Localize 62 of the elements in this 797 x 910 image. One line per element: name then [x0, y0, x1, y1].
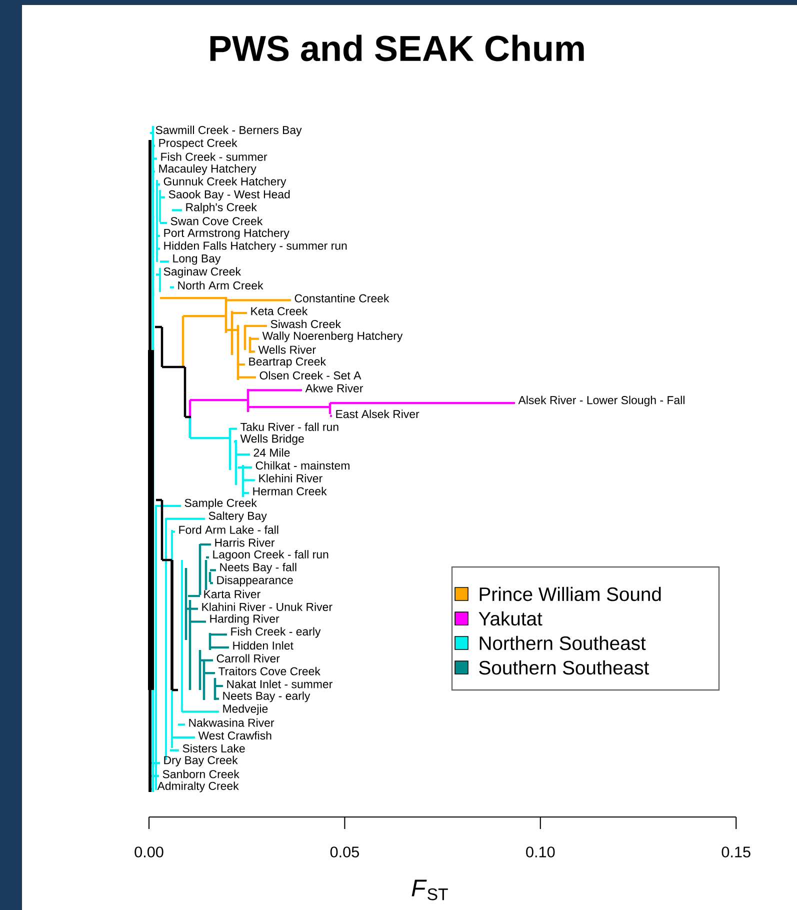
leaf-label: Lagoon Creek - fall run	[213, 550, 328, 561]
leaf-label: East Alsek River	[336, 410, 420, 418]
legend-label: Yakutat	[478, 611, 542, 626]
leaf-label: Alsek River - Lower Slough - Fall	[518, 396, 684, 406]
leaf-label: Olsen Creek - Set A	[260, 371, 362, 380]
leaf-label: Swan Cove Creek	[170, 216, 263, 226]
leaf-label: Neets Bay - early	[223, 691, 310, 702]
leaf-label: Herman Creek	[253, 486, 327, 496]
tick-label: 0.05	[330, 846, 359, 858]
leaf-label: Hidden Falls Hatchery - summer run	[164, 241, 347, 252]
leaf-label: Chilkat - mainstem	[256, 461, 350, 470]
leaf-label: Carroll River	[216, 654, 280, 662]
leaf-label: Admiralty Creek	[157, 782, 239, 792]
leaf-label: Sisters Lake	[182, 744, 245, 752]
leaf-label: Saook Bay - West Head	[168, 190, 290, 201]
leaf-label: Wells River	[258, 345, 316, 354]
leaf-label: Ford Arm Lake - fall	[179, 526, 278, 534]
leaf-label: Constantine Creek	[294, 294, 390, 302]
leaf-label: Klehini River	[259, 474, 322, 482]
leaf-label: Harris River	[215, 538, 275, 547]
leaf-label: Taku River - fall run	[240, 422, 338, 431]
leaf-label: Dry Bay Creek	[164, 756, 238, 766]
tick-label: 0.10	[526, 846, 555, 858]
chart-title: PWS and SEAK Chum	[210, 34, 584, 62]
leaf-label: Ralph's Creek	[186, 202, 257, 214]
legend-label: Northern Southeast	[480, 636, 646, 650]
tick-label: 0.15	[722, 846, 750, 858]
leaf-label: Keta Creek	[251, 306, 308, 316]
leaf-label: Wally Noerenberg Hatchery	[262, 331, 403, 342]
leaf-label: Sample Creek	[184, 498, 257, 510]
leaf-label: North Arm Creek	[178, 281, 264, 290]
leaf-label: Saltery Bay	[208, 511, 267, 522]
leaf-label: Gunnuk Creek Hatchery	[164, 177, 286, 188]
leaf-label: Disappearance	[217, 576, 293, 586]
leaf-label: Long Bay	[173, 254, 221, 265]
leaf-label: 24 Mile	[254, 448, 290, 457]
leaf-label: Port Armstrong Hatchery	[164, 228, 290, 240]
leaf-label: Fish Creek - early	[231, 627, 321, 638]
leaf-label: Neets Bay - fall	[220, 562, 296, 574]
leaf-label: Akwe River	[305, 384, 364, 392]
leaf-label: Sawmill Creek - Berners Bay	[156, 126, 302, 136]
leaf-label: Harding River	[210, 614, 280, 626]
leaf-label: Siwash Creek	[270, 320, 341, 328]
leaf-label: Nakwasina River	[189, 718, 274, 727]
leaf-label: Macauley Hatchery	[159, 164, 256, 175]
leaf-label: Traitors Cove Creek	[218, 666, 320, 676]
legend-label: Southern Southeast	[479, 660, 649, 675]
leaf-label: Hidden Inlet	[233, 641, 294, 650]
leaf-label: West Crawfish	[198, 731, 272, 740]
tick-label: 0.00	[134, 846, 164, 858]
leaf-label: Karta River	[204, 590, 260, 598]
leaf-label: Beartrap Creek	[249, 357, 326, 368]
leaf-label: Sanborn Creek	[162, 770, 240, 778]
legend-label: Prince William Sound	[480, 586, 661, 602]
axis-title: F$_{ST}$	[412, 880, 448, 900]
leaf-label: Saginaw Creek	[164, 267, 242, 278]
leaf-label: Prospect Creek	[159, 138, 238, 150]
leaf-label: Fish Creek - summer	[161, 152, 268, 161]
leaf-label: Medvejie	[223, 704, 268, 716]
leaf-label: Klahini River - Unuk River	[202, 602, 332, 611]
leaf-label: Nakat Inlet - summer	[227, 680, 332, 688]
leaf-label: Wells Bridge	[240, 434, 304, 445]
